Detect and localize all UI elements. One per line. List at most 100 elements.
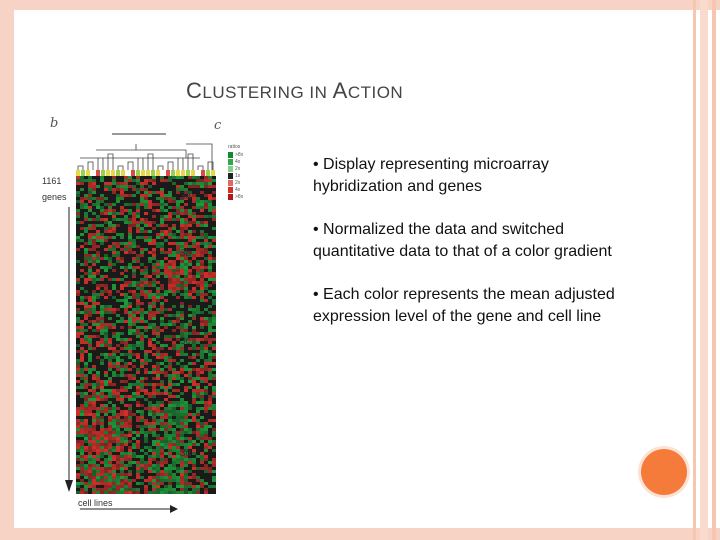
heatmap-cell xyxy=(108,485,112,488)
heatmap-cell xyxy=(168,452,172,455)
heatmap-cell xyxy=(148,458,152,461)
heatmap-cell xyxy=(100,176,104,179)
heatmap-cell xyxy=(96,239,100,242)
heatmap-cell xyxy=(208,323,212,326)
heatmap-cell xyxy=(212,272,216,275)
heatmap-cell xyxy=(80,311,84,314)
heatmap-cell xyxy=(204,299,208,302)
heatmap-cell xyxy=(212,389,216,392)
heatmap-cell xyxy=(84,449,88,452)
heatmap-cell xyxy=(128,485,132,488)
heatmap-cell xyxy=(120,434,124,437)
heatmap-cell xyxy=(160,476,164,479)
heatmap-cell xyxy=(128,239,132,242)
heatmap-cell xyxy=(112,404,116,407)
heatmap-cell xyxy=(84,257,88,260)
heatmap-cell xyxy=(128,419,132,422)
heatmap-cell xyxy=(84,401,88,404)
heatmap-cell xyxy=(156,197,160,200)
heatmap-cell xyxy=(112,383,116,386)
heatmap-cell xyxy=(120,212,124,215)
heatmap-cell xyxy=(80,407,84,410)
heatmap-cell xyxy=(140,362,144,365)
heatmap-cell xyxy=(192,332,196,335)
heatmap-cell xyxy=(92,335,96,338)
heatmap-cell xyxy=(144,407,148,410)
heatmap-cell xyxy=(208,251,212,254)
heatmap-cell xyxy=(104,446,108,449)
heatmap-cell xyxy=(144,371,148,374)
heatmap-cell xyxy=(88,452,92,455)
heatmap-cell xyxy=(80,467,84,470)
heatmap-cell xyxy=(100,383,104,386)
heatmap-cell xyxy=(128,209,132,212)
legend-item-label: >8x xyxy=(235,152,244,158)
heatmap-cell xyxy=(160,344,164,347)
heatmap-cell xyxy=(112,242,116,245)
heatmap-cell xyxy=(196,254,200,257)
heatmap-cell xyxy=(144,236,148,239)
heatmap-cell xyxy=(128,404,132,407)
heatmap-cell xyxy=(108,440,112,443)
heatmap-cell xyxy=(184,341,188,344)
heatmap-cell xyxy=(76,200,80,203)
heatmap-cell xyxy=(92,449,96,452)
heatmap-cell xyxy=(208,197,212,200)
heatmap-cell xyxy=(104,383,108,386)
heatmap-cell xyxy=(160,380,164,383)
heatmap-cell xyxy=(200,203,204,206)
heatmap-cell xyxy=(208,209,212,212)
heatmap-cell xyxy=(96,269,100,272)
heatmap-cell xyxy=(156,356,160,359)
heatmap-cell xyxy=(148,467,152,470)
heatmap-cell xyxy=(76,476,80,479)
heatmap-cell xyxy=(100,320,104,323)
heatmap-cell xyxy=(184,224,188,227)
heatmap-cell xyxy=(124,452,128,455)
heatmap-cell xyxy=(192,464,196,467)
heatmap-cell xyxy=(112,224,116,227)
heatmap-cell xyxy=(176,449,180,452)
heatmap-cell xyxy=(188,191,192,194)
heatmap-cell xyxy=(160,437,164,440)
heatmap-cell xyxy=(108,224,112,227)
heatmap-cell xyxy=(124,269,128,272)
heatmap-cell xyxy=(192,356,196,359)
heatmap-cell xyxy=(100,425,104,428)
heatmap-cell xyxy=(200,317,204,320)
heatmap-cell xyxy=(80,434,84,437)
heatmap-cell xyxy=(88,320,92,323)
heatmap-cell xyxy=(180,476,184,479)
heatmap-cell xyxy=(108,449,112,452)
heatmap-cell xyxy=(212,458,216,461)
heatmap-cell xyxy=(200,236,204,239)
heatmap-cell xyxy=(112,203,116,206)
heatmap-cell xyxy=(104,203,108,206)
heatmap-cell xyxy=(136,395,140,398)
heatmap-cell xyxy=(124,305,128,308)
heatmap-cell xyxy=(96,251,100,254)
heatmap-cell xyxy=(192,317,196,320)
heatmap-cell xyxy=(192,242,196,245)
heatmap-cell xyxy=(204,335,208,338)
heatmap-cell xyxy=(84,254,88,257)
heatmap-cell xyxy=(92,473,96,476)
heatmap-cell xyxy=(132,383,136,386)
heatmap-cell xyxy=(128,428,132,431)
heatmap-cell xyxy=(84,314,88,317)
heatmap-cell xyxy=(148,206,152,209)
heatmap-cell xyxy=(116,308,120,311)
heatmap-cell xyxy=(124,425,128,428)
heatmap-cell xyxy=(188,470,192,473)
heatmap-cell xyxy=(112,422,116,425)
heatmap-cell xyxy=(168,377,172,380)
heatmap-cell xyxy=(76,431,80,434)
heatmap-cell xyxy=(164,422,168,425)
heatmap-cell xyxy=(92,191,96,194)
heatmap-cell xyxy=(108,356,112,359)
heatmap-cell xyxy=(100,209,104,212)
heatmap-cell xyxy=(176,248,180,251)
legend-item-label: >8x xyxy=(235,194,244,200)
heatmap-cell xyxy=(204,248,208,251)
heatmap-cell xyxy=(204,470,208,473)
